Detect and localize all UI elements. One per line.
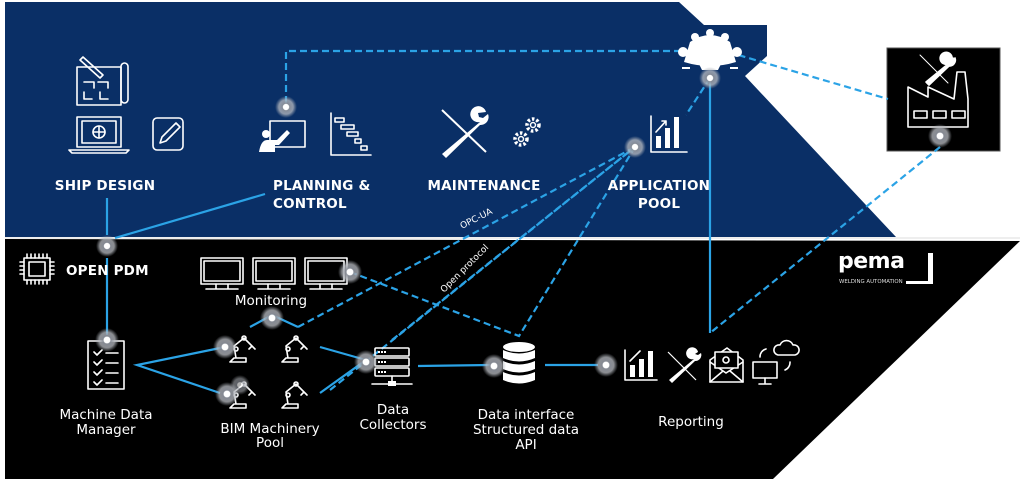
factory-icon	[907, 51, 969, 128]
gears-icon	[513, 117, 541, 147]
node-robot-3b	[230, 375, 250, 395]
blueprint-icon	[76, 56, 129, 106]
brand-mark	[906, 253, 933, 284]
connector-planning-to-hub	[284, 49, 698, 103]
node-mdm	[95, 328, 119, 352]
collectors-label-line2: Collectors	[359, 417, 426, 433]
node-planning	[275, 96, 297, 118]
brand-name: pema	[838, 249, 904, 274]
node-hub	[699, 67, 721, 89]
connector-hub-to-factory	[727, 50, 889, 101]
connector-factory-to-reporting	[709, 146, 941, 334]
node-robot-1	[213, 335, 237, 359]
connector-mdm-to-bim	[132, 345, 226, 395]
bim-label-line2: Pool	[256, 435, 284, 451]
mdm-label-line2: Manager	[76, 422, 136, 438]
open-pdm-label: OPEN PDM	[66, 263, 149, 279]
reporting-label: Reporting	[658, 414, 724, 430]
server-icon	[371, 347, 413, 386]
node-collectors	[354, 350, 378, 374]
node-interface	[482, 354, 506, 378]
monitoring-label: Monitoring	[235, 293, 307, 309]
interface-label-line2: Structured data	[473, 422, 579, 438]
analytics-icon	[650, 115, 688, 153]
laptop-icon	[68, 116, 130, 154]
app-pool-label-line1: APPLICATION	[608, 178, 710, 194]
node-reporting	[594, 353, 618, 377]
connector-hub-to-analytics	[685, 77, 711, 116]
tools-icon	[441, 106, 489, 158]
pema-logo: pema WELDING AUTOMATION	[838, 249, 933, 285]
connector-collectors-to-app	[391, 146, 636, 341]
upper-band	[5, 2, 896, 237]
mdm-label-line1: Machine Data	[59, 407, 152, 423]
app-pool-label-line2: POOL	[638, 196, 680, 212]
node-factory	[928, 124, 952, 148]
node-bim-top	[260, 306, 284, 330]
chip-icon	[19, 253, 55, 285]
gantt-chart-icon	[330, 112, 372, 156]
connector-planning-to-pdm	[114, 192, 266, 240]
monitors-icon	[200, 257, 348, 290]
planning-label-line1: PLANNING &	[273, 178, 370, 194]
edit-icon	[152, 117, 184, 151]
collectors-label-line1: Data	[377, 402, 409, 418]
database-icon	[503, 342, 535, 384]
node-monitoring	[338, 260, 362, 284]
report-tools-icon	[667, 347, 702, 383]
maintenance-label: MAINTENANCE	[427, 178, 540, 194]
report-chart-icon	[624, 349, 658, 381]
connection-nodes	[95, 67, 952, 406]
node-open-pdm	[96, 235, 118, 257]
connector-monitoring-to-app-opcua	[297, 146, 636, 328]
node-app-pool	[624, 136, 646, 158]
ship-design-label: SHIP DESIGN	[55, 178, 155, 194]
bim-label-line1: BIM Machinery	[220, 421, 319, 437]
conference-table-icon	[678, 29, 742, 70]
cloud-sync-icon	[752, 339, 800, 385]
interface-label-line3: API	[515, 437, 536, 453]
planning-label-line2: CONTROL	[273, 196, 347, 212]
email-icon	[709, 347, 744, 383]
connectors	[105, 49, 941, 395]
brand-tagline: WELDING AUTOMATION	[839, 279, 903, 285]
presentation-icon	[259, 120, 306, 152]
connector-monitoring-to-interface	[349, 146, 636, 338]
connector-collectors-to-interface	[417, 363, 491, 368]
interface-label-line1: Data interface	[478, 407, 575, 423]
